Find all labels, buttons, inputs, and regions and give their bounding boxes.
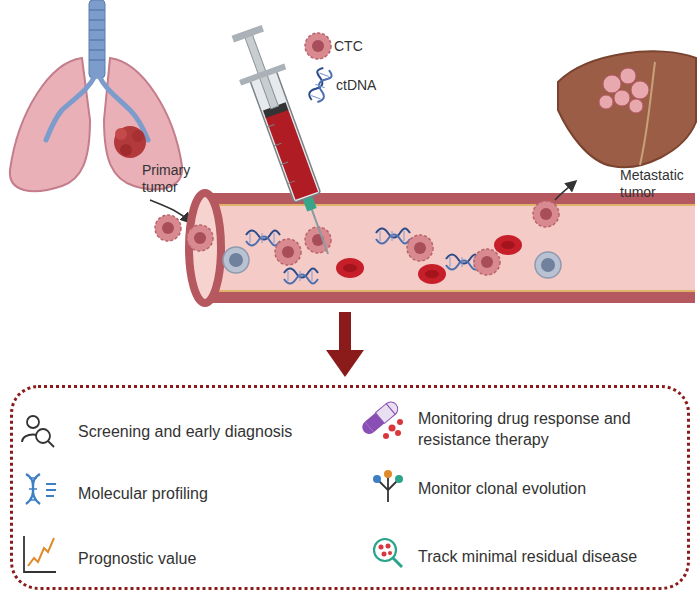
legend-text: CTC [334, 38, 394, 55]
annotation-label: Primary tumor [142, 162, 202, 196]
liver [558, 51, 696, 167]
outcome-text: Monitoring drug response and resistance … [418, 408, 663, 450]
legend-text: ctDNA [336, 77, 406, 94]
primary-tumor [114, 126, 146, 158]
chart-icon [24, 536, 56, 572]
outcome-text: Track minimal residual disease [418, 546, 678, 567]
dna-icon [26, 474, 56, 504]
outcome-text: Monitor clonal evolution [418, 478, 678, 499]
pill-icon [359, 399, 403, 439]
ctc-sample [305, 33, 331, 59]
blood-cells [187, 225, 561, 284]
mrd-icon [374, 539, 402, 567]
syringe [224, 22, 351, 262]
results-box: Screening and early diagnosis Monitoring … [10, 385, 690, 590]
clonal-tree-icon [373, 470, 403, 502]
metastatic-tumor [599, 68, 649, 113]
outcome-text: Screening and early diagnosis [78, 421, 348, 442]
down-arrow [326, 312, 364, 377]
annotation-label: Metastatic tumor [620, 167, 698, 201]
blood-vessel [189, 193, 695, 303]
outcome-text: Prognostic value [78, 548, 348, 569]
ctdna-sample [307, 67, 333, 104]
screening-icon [22, 416, 54, 447]
outcome-text: Molecular profiling [78, 483, 348, 504]
